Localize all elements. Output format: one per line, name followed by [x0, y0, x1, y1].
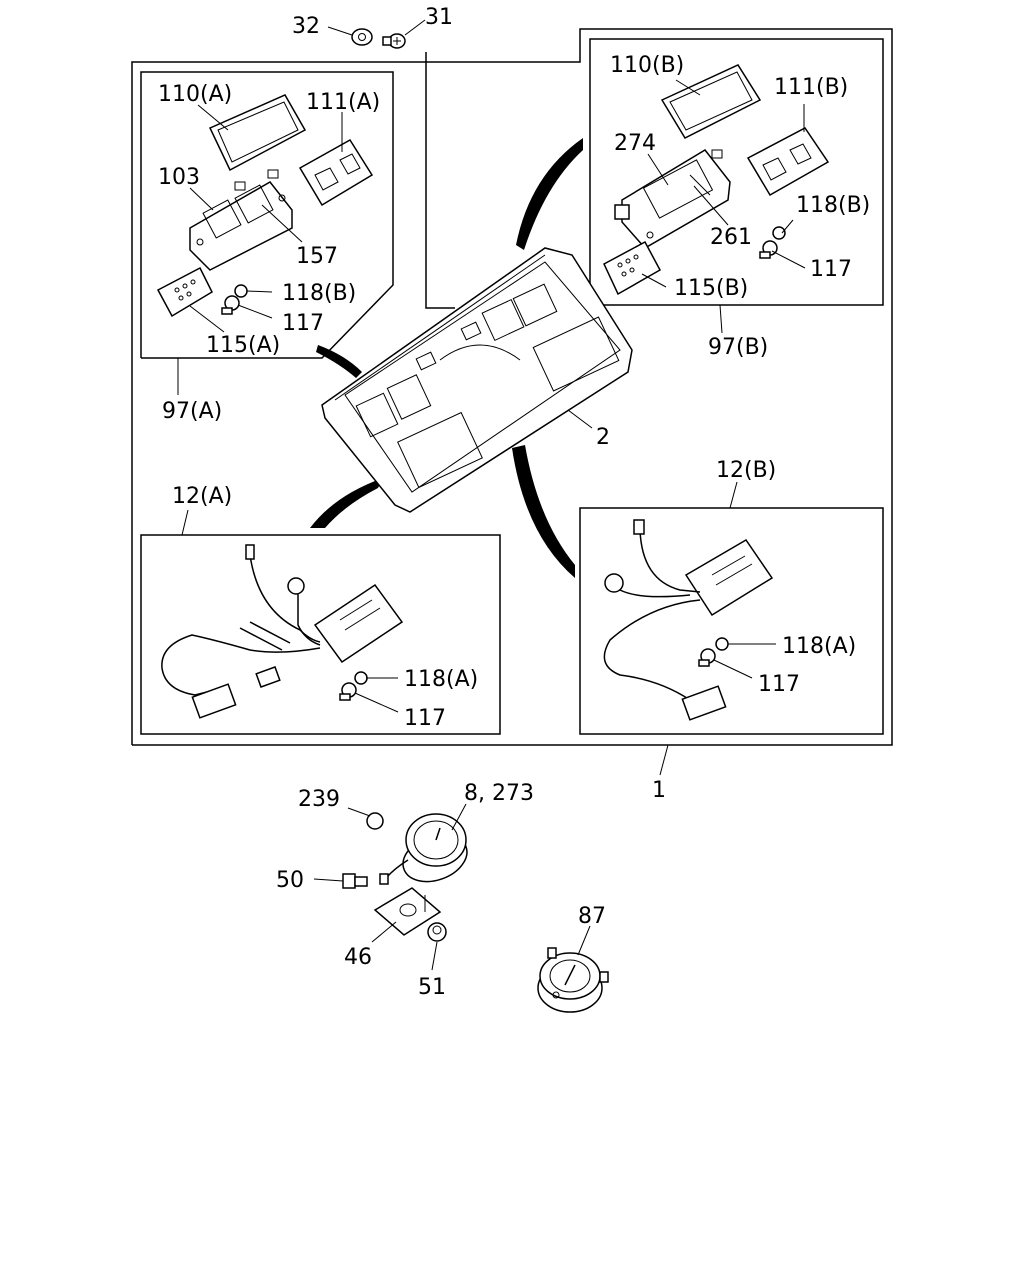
label-115a: 115(A) — [206, 333, 280, 358]
bulb-118b-left — [234, 284, 248, 298]
label-157: 157 — [296, 244, 338, 269]
label-97a: 97(A) — [162, 399, 222, 424]
label-46: 46 — [344, 945, 372, 970]
label-117-c: 117 — [404, 706, 446, 731]
box-97b — [589, 38, 884, 306]
label-239: 239 — [298, 787, 340, 812]
socket-117-a — [221, 295, 240, 315]
label-103: 103 — [158, 165, 200, 190]
bolt-50 — [342, 873, 368, 889]
assembly-frame — [131, 28, 893, 746]
label-115b: 115(B) — [674, 276, 748, 301]
label-110a: 110(A) — [158, 82, 232, 107]
label-12a: 12(A) — [172, 484, 232, 509]
label-261: 261 — [710, 225, 752, 250]
label-1: 1 — [652, 778, 666, 803]
label-111b: 111(B) — [774, 75, 848, 100]
meter-274 — [614, 149, 731, 249]
bulb-118b-right — [772, 226, 786, 240]
box-97a — [140, 71, 394, 359]
box-12b — [579, 507, 884, 735]
leader-lines — [177, 19, 806, 971]
label-8-273: 8, 273 — [464, 781, 534, 806]
label-32: 32 — [292, 14, 320, 39]
bracket-46 — [373, 887, 442, 936]
screw-31 — [382, 33, 406, 49]
lens-110b — [660, 64, 762, 139]
panel-115a — [156, 266, 213, 318]
label-118b-left: 118(B) — [282, 281, 356, 306]
gauge-87 — [537, 947, 609, 1013]
label-50: 50 — [276, 868, 304, 893]
label-110b: 110(B) — [610, 53, 684, 78]
label-51: 51 — [418, 975, 446, 1000]
label-87: 87 — [578, 904, 606, 929]
label-274: 274 — [614, 131, 656, 156]
label-31: 31 — [425, 5, 453, 30]
callout-labels: 32 31 110(A) 111(A) 103 157 118(B) 117 1… — [158, 5, 870, 1000]
socket-117-c — [339, 682, 357, 701]
gasket-111a — [298, 138, 374, 207]
socket-117-d — [698, 648, 716, 667]
gauge-8-273 — [379, 813, 468, 885]
label-117-d: 117 — [758, 672, 800, 697]
instrument-bezel — [321, 247, 633, 513]
swoosh-arrows — [310, 138, 583, 578]
box-12a — [140, 534, 501, 735]
harness-12b — [603, 519, 774, 721]
label-2: 2 — [596, 425, 610, 450]
meter-103 — [189, 169, 293, 271]
label-97b: 97(B) — [708, 335, 768, 360]
lens-110a — [208, 94, 307, 172]
label-118a-left: 118(A) — [404, 667, 478, 692]
label-118a-right: 118(A) — [782, 634, 856, 659]
gasket-111b — [746, 127, 830, 197]
leader-31-to-bezel — [425, 52, 455, 309]
label-118b-right: 118(B) — [796, 193, 870, 218]
label-117-a: 117 — [282, 311, 324, 336]
label-12b: 12(B) — [716, 458, 776, 483]
bulb-118a-right — [715, 637, 729, 651]
panel-115b — [603, 240, 662, 296]
nut-32 — [351, 28, 373, 46]
socket-117-b — [759, 240, 778, 259]
harness-12a — [161, 544, 404, 719]
bulb-239 — [366, 812, 384, 830]
nut-51 — [427, 922, 447, 942]
label-117-b: 117 — [810, 257, 852, 282]
bulb-118a-left — [354, 671, 368, 685]
label-111a: 111(A) — [306, 90, 380, 115]
